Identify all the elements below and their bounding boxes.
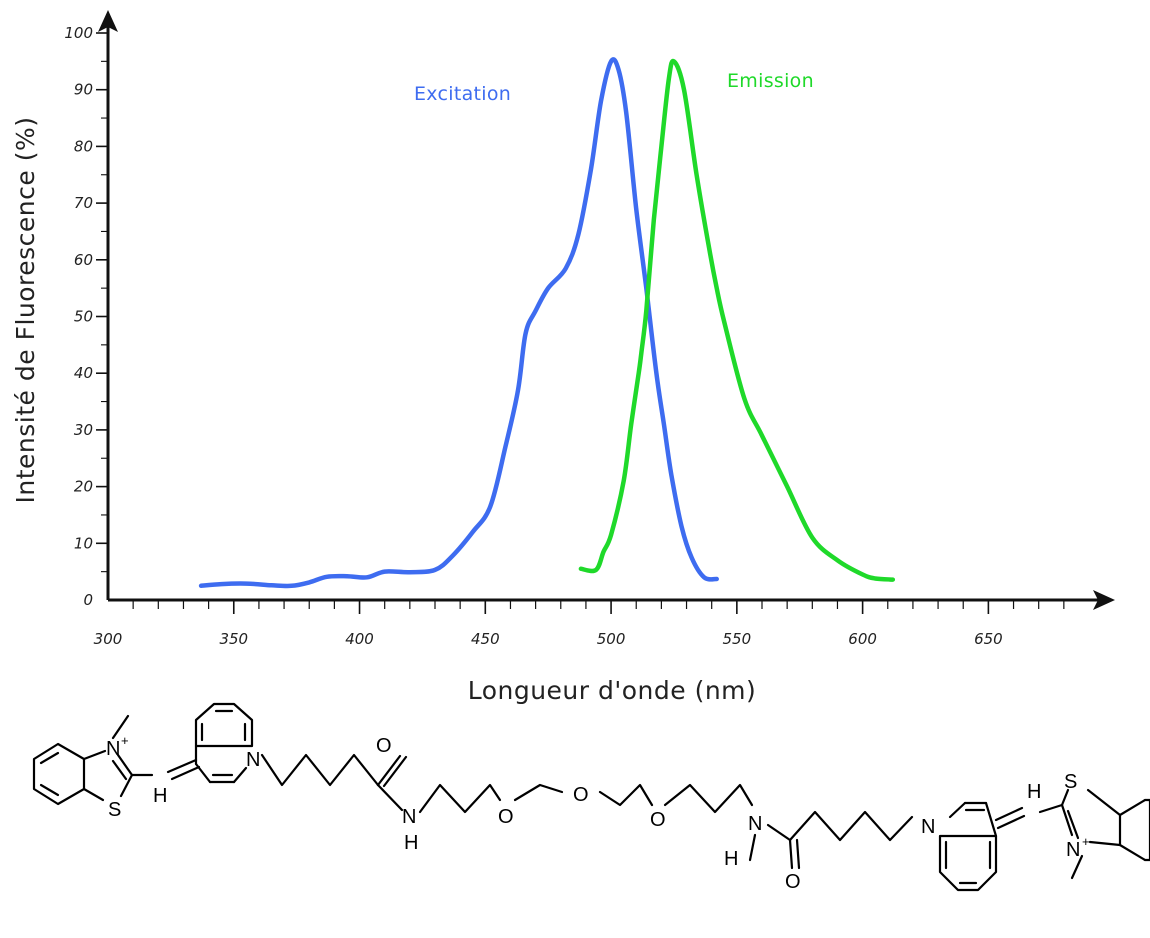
bond bbox=[1060, 788, 1070, 807]
bond bbox=[111, 714, 130, 740]
right-alkyl-chain bbox=[788, 810, 914, 842]
chemical-structure bbox=[32, 702, 1150, 892]
atom-o-amide-right: O bbox=[785, 871, 801, 893]
y-tick-label: 80 bbox=[74, 137, 93, 155]
bond bbox=[948, 801, 967, 819]
y-tick-label: 0 bbox=[83, 591, 93, 609]
y-axis-title: Intensité de Fluorescence (%) bbox=[11, 117, 40, 504]
fluorescence-chart: 300 350 400 450 500 550 600 650 0 10 20 30 40 50 60 70… bbox=[11, 10, 1115, 705]
bond bbox=[111, 759, 128, 781]
bond bbox=[39, 751, 60, 765]
atom-n-right: N bbox=[1066, 839, 1080, 861]
atom-h-amide-left: H bbox=[404, 832, 418, 854]
y-tick-label: 10 bbox=[74, 534, 93, 552]
x-tick-label: 300 bbox=[94, 630, 123, 648]
y-tick-label: 50 bbox=[74, 308, 93, 326]
atom-o-peg-3: O bbox=[650, 809, 666, 831]
bond bbox=[788, 838, 794, 870]
bond bbox=[82, 787, 105, 802]
x-axis-title: Longueur d'onde (nm) bbox=[468, 676, 757, 705]
bond bbox=[996, 814, 1026, 830]
y-tick-label: 100 bbox=[64, 24, 93, 42]
bond bbox=[116, 753, 134, 777]
y-tick-label: 70 bbox=[74, 194, 93, 212]
x-ticks: 300 350 400 450 500 550 600 650 bbox=[94, 600, 1003, 648]
series-label-excitation: Excitation bbox=[414, 83, 511, 105]
bond bbox=[376, 754, 402, 787]
bond bbox=[766, 823, 792, 842]
bond bbox=[994, 806, 1024, 822]
y-ticks: 0 10 20 30 40 50 60 70 80 90 100 bbox=[64, 24, 108, 609]
atom-h-amide-right: H bbox=[724, 848, 738, 870]
atom-n-amide-left: N bbox=[402, 806, 416, 828]
y-tick-label: 90 bbox=[74, 81, 93, 99]
bond bbox=[1070, 854, 1084, 880]
atom-n-left: N bbox=[106, 738, 120, 760]
atom-h-right: H bbox=[1027, 781, 1041, 803]
y-tick-label: 60 bbox=[74, 251, 93, 269]
left-quinoline-top-ring bbox=[194, 702, 254, 748]
series-line-emission bbox=[578, 58, 896, 582]
y-axis-arrowhead bbox=[98, 10, 118, 32]
atom-s-left: S bbox=[108, 799, 121, 821]
x-tick-label: 650 bbox=[974, 630, 1003, 648]
atom-h-left: H bbox=[153, 785, 167, 807]
structure-atoms: N + S H N O N H O O O N H O N H S N + bbox=[106, 733, 1090, 893]
bond bbox=[1088, 840, 1122, 847]
bond bbox=[39, 783, 60, 797]
bond bbox=[382, 755, 408, 788]
left-alkyl-chain bbox=[260, 753, 380, 787]
bond bbox=[1086, 788, 1122, 817]
atom-n-amide-right: N bbox=[748, 813, 762, 835]
x-tick-label: 400 bbox=[345, 630, 374, 648]
series-label-emission: Emission bbox=[727, 70, 814, 92]
bond bbox=[376, 783, 404, 812]
atom-s-right: S bbox=[1064, 771, 1077, 793]
right-benzene-ring bbox=[1118, 798, 1150, 862]
bond bbox=[984, 801, 998, 838]
bond bbox=[1060, 803, 1074, 837]
bond bbox=[82, 749, 107, 761]
series-layer bbox=[198, 57, 896, 589]
peg-linker bbox=[418, 783, 502, 814]
bond bbox=[1066, 809, 1080, 840]
y-tick-label: 20 bbox=[74, 478, 93, 496]
x-tick-label: 450 bbox=[471, 630, 500, 648]
x-axis-arrowhead bbox=[1093, 590, 1115, 610]
charge-plus-right: + bbox=[1082, 834, 1090, 849]
charge-plus-left: + bbox=[121, 733, 129, 748]
peg-linker bbox=[598, 783, 654, 807]
bond bbox=[748, 833, 757, 862]
x-tick-label: 600 bbox=[848, 630, 877, 648]
bond bbox=[1038, 803, 1064, 814]
x-tick-label: 500 bbox=[597, 630, 626, 648]
series-line-excitation bbox=[198, 57, 719, 589]
bond bbox=[232, 766, 248, 784]
atom-n-quinoline-right: N bbox=[921, 816, 935, 838]
bond bbox=[119, 773, 134, 798]
bond bbox=[170, 765, 201, 781]
x-tick-label: 550 bbox=[723, 630, 752, 648]
peg-linker bbox=[663, 783, 754, 814]
atom-n-quinoline-left: N bbox=[246, 749, 260, 771]
peg-linker bbox=[513, 783, 564, 802]
y-tick-label: 30 bbox=[74, 421, 93, 439]
bond bbox=[795, 838, 801, 870]
atom-o-peg-1: O bbox=[498, 806, 514, 828]
bond bbox=[194, 762, 212, 784]
atom-o-peg-2: O bbox=[573, 784, 589, 806]
y-tick-label: 40 bbox=[74, 364, 93, 382]
atom-o-amide-left: O bbox=[376, 735, 392, 757]
x-tick-label: 350 bbox=[219, 630, 248, 648]
bond bbox=[166, 758, 198, 774]
